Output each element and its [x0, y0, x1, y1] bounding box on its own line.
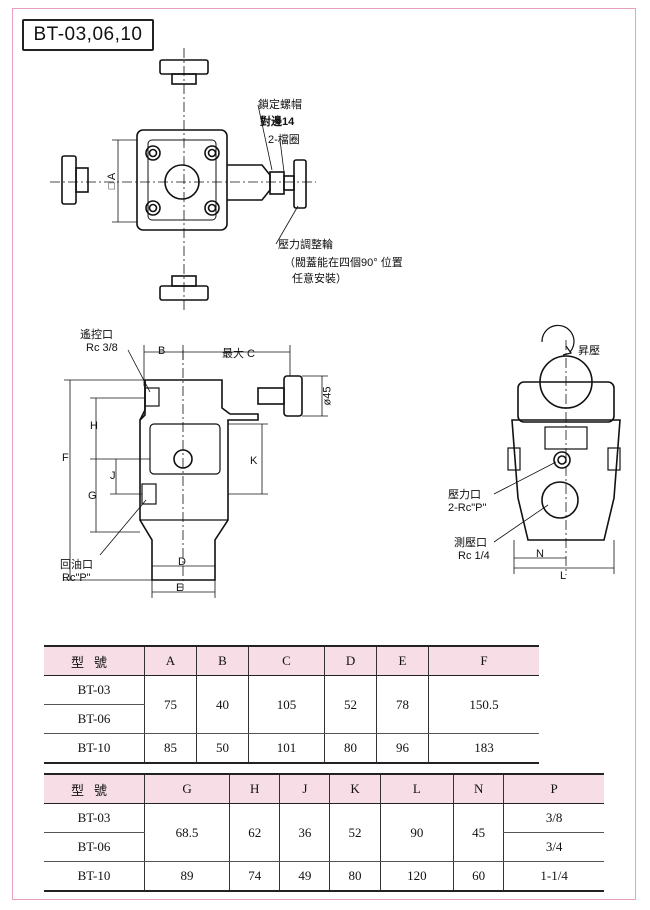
table-cell: 36 [279, 803, 330, 862]
table-row: BT-10 85 50 101 80 96 183 [44, 733, 539, 764]
label-pressure-size: 2-Rc"P" [448, 502, 487, 514]
label-note-line1: （閥蓋能在四個90° 位置 [284, 257, 403, 269]
table-cell: 40 [195, 675, 249, 734]
table-cell: 80 [324, 733, 377, 764]
label-return-port: 回油口 [60, 559, 93, 571]
page-frame [12, 8, 636, 900]
table-cell-model: BT-06 [44, 832, 145, 862]
dim-c-label: 最大 C [222, 348, 255, 360]
table-header-cell: C [247, 645, 325, 676]
table-header-cell: L [379, 773, 454, 804]
table-cell: 49 [279, 861, 330, 892]
table-cell: 52 [329, 803, 381, 862]
table-cell: 96 [376, 733, 429, 764]
table-row: BT-06 [44, 704, 539, 734]
label-pressure-up: 昇壓 [578, 345, 600, 357]
table-header-cell: K [329, 773, 381, 804]
table-row: BT-06 3/4 [44, 832, 604, 862]
table-header-cell: N [453, 773, 504, 804]
table-cell: 3/8 [503, 803, 604, 833]
end-view-drawing [493, 324, 621, 575]
dimension-table-2: 型號 G H J K L N P BT-03 68.5 62 36 52 90 … [44, 773, 604, 892]
table-cell: 85 [144, 733, 197, 764]
top-view-drawing [50, 48, 316, 312]
table-cell-model: BT-03 [44, 675, 145, 705]
dim-k-label: K [250, 455, 258, 467]
label-across-flats: 對邊14 [260, 116, 295, 128]
label-remote-size: Rc 3/8 [86, 342, 118, 354]
dim-h-label: H [90, 420, 98, 432]
label-return-size: Rc"P" [62, 572, 91, 584]
side-view-drawing [64, 345, 328, 598]
dim-d-label: D [178, 556, 186, 568]
label-note-line2: 任意安裝） [292, 273, 347, 285]
table-header-cell: 型號 [44, 773, 145, 804]
dim-dia-label: ø45 [321, 386, 334, 406]
table-header-cell: B [195, 645, 249, 676]
table-cell: 62 [229, 803, 280, 862]
table-header-cell: A [144, 645, 197, 676]
table-cell: 45 [453, 803, 504, 862]
label-remote-port: 遙控口 [80, 329, 113, 341]
label-adjust-knob: 壓力調整輪 [278, 239, 333, 251]
table-cell: 80 [329, 861, 381, 892]
table-cell: 78 [376, 675, 429, 734]
table-cell: 90 [379, 803, 454, 862]
table-row: BT-03 68.5 62 36 52 90 45 3/8 [44, 803, 604, 862]
table-header-row: 型號 G H J K L N P [44, 773, 604, 804]
table-header-cell: 型號 [44, 645, 145, 676]
table-cell: 101 [247, 733, 325, 764]
dim-a-label: □ A [106, 172, 119, 190]
table-cell-model: BT-03 [44, 803, 145, 833]
page-title: BT-03,06,10 [22, 19, 154, 51]
table-cell: 68.5 [143, 803, 230, 862]
table-cell: 89 [143, 861, 230, 892]
label-pressure-port: 壓力口 [448, 489, 481, 501]
table-header-cell: E [376, 645, 429, 676]
table-header-row: 型號 A B C D E F [44, 645, 539, 676]
table-cell: 3/4 [503, 832, 604, 862]
table-header-cell: D [324, 645, 377, 676]
table-cell: 150.5 [427, 675, 539, 734]
dim-f-label: F [62, 452, 69, 464]
table-cell: 105 [247, 675, 325, 734]
dim-n-label: N [536, 548, 544, 560]
table-cell: 60 [453, 861, 504, 892]
table-header-cell: F [427, 645, 539, 676]
table-header-cell: J [279, 773, 330, 804]
table-cell: 183 [427, 733, 539, 764]
label-lock-nut: 鎖定螺帽 [258, 99, 302, 111]
dim-j-label: J [110, 470, 116, 482]
dim-l-label: L [560, 570, 567, 582]
technical-drawing [50, 48, 621, 598]
table-row: BT-10 89 74 49 80 120 60 1-1/4 [44, 861, 604, 892]
dimension-table-1: 型號 A B C D E F BT-03 75 40 105 52 78 150… [44, 645, 539, 764]
table-cell: 120 [379, 861, 454, 892]
table-header-cell: P [503, 773, 604, 804]
table-cell-model: BT-06 [44, 704, 145, 734]
table-cell: 75 [144, 675, 197, 734]
table-header-cell: G [143, 773, 230, 804]
table-row: BT-03 75 40 105 52 78 150.5 [44, 675, 539, 734]
table-cell: 74 [229, 861, 280, 892]
table-header-cell: H [229, 773, 280, 804]
label-gauge-size: Rc 1/4 [458, 550, 490, 562]
table-cell: 52 [324, 675, 377, 734]
label-gauge-port: 測壓口 [454, 537, 487, 549]
table-cell: 50 [195, 733, 249, 764]
table-cell: 1-1/4 [503, 861, 604, 892]
label-stop-ring: 2-檔圈 [268, 134, 300, 146]
dim-b-label: B [158, 345, 166, 357]
table-cell-model: BT-10 [44, 733, 145, 764]
dim-e-label: E [176, 582, 184, 594]
table-cell-model: BT-10 [44, 861, 145, 892]
dim-g-label: G [88, 490, 97, 502]
